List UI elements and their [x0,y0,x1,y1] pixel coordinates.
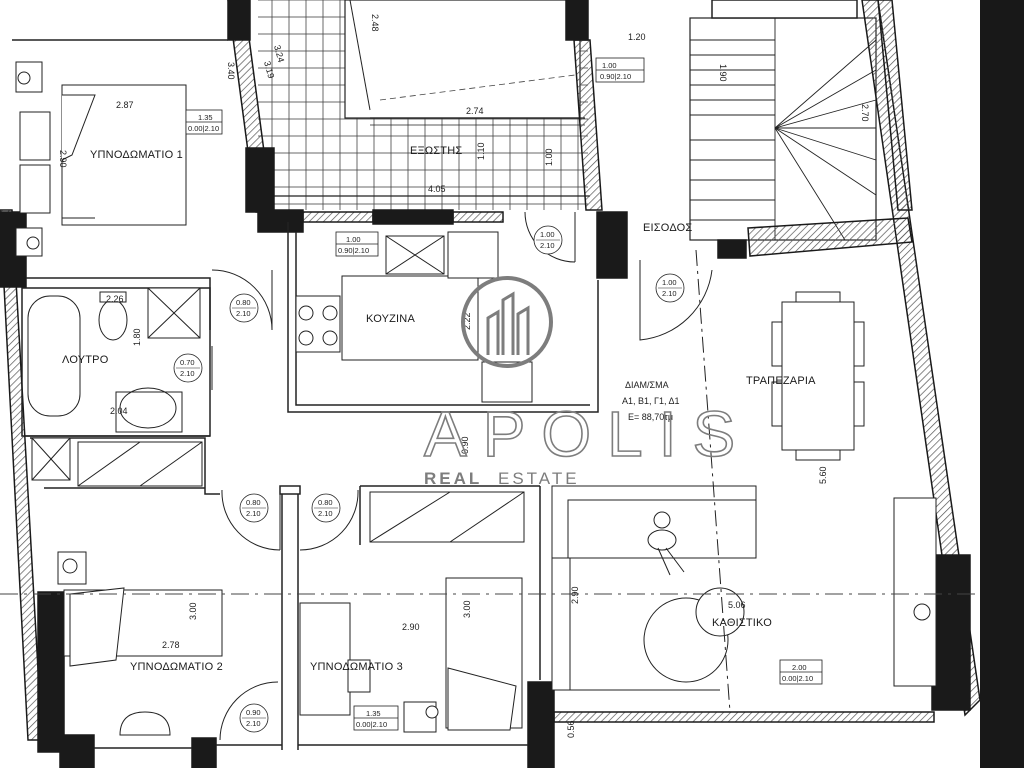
window-tag: 2.00 0.00|2.10 [779,659,823,685]
walls [0,0,980,768]
window-tag-top: 1.00 [346,235,361,244]
dim-label: 5.06 [728,600,746,610]
apartment-info-line1: ΔΙΑΜ/ΣΜΑ [625,380,669,390]
window-tag: 1.00 0.90|2.10 [335,231,379,257]
watermark: APOLIS REAL ESTATE [423,276,751,488]
dim-label: 5.60 [818,466,828,484]
dim-label: 2.70 [860,104,870,122]
window-tag-top: 2.00 [792,663,807,672]
dimension-labels: 3.40 2.48 3.24 3.19 2.87 2.90 2.74 4.05 … [58,14,870,738]
watermark-logo-icon [461,276,553,368]
dim-label: 2.90 [570,586,580,604]
dim-label: 2.48 [370,14,380,32]
apartment-info-line3: Ε= 88,70τμ [628,412,673,422]
dim-label: 2.90 [58,150,68,168]
door-tag-bottom: 2.10 [662,289,677,298]
dim-label: 1.90 [718,64,728,82]
dim-label: 3.19 [262,60,276,80]
dim-label: 1.10 [476,142,486,160]
door-tag-top: 1.00 [662,278,677,287]
dim-label: 2.26 [106,294,124,304]
room-label-bathroom: ΛΟΥΤΡΟ [62,354,109,366]
dim-label: 2.22 [462,312,472,330]
balcony-area [258,0,590,210]
watermark-brand: APOLIS [424,398,751,470]
door-tag-bottom: 2.10 [318,509,333,518]
door-tag-bottom: 2.10 [246,509,261,518]
door-tag-bottom: 2.10 [246,719,261,728]
window-tag-bottom: 0.90|2.10 [600,72,631,81]
door-tag: 0.90 2.10 [239,703,269,733]
dim-label: 3.00 [188,602,198,620]
room-label-balcony: ΕΞΩΣΤΗΣ [410,145,462,157]
door-tag-top: 0.90 [246,708,261,717]
dim-label: 1.00 [544,148,554,166]
door-tag: 0.80 2.10 [311,493,341,523]
dim-label: 1.20 [628,32,646,42]
window-tag-bottom: 0.90|2.10 [338,246,369,255]
floor-plan: ΥΠΝΟΔΩΜΑΤΙΟ 1 ΕΞΩΣΤΗΣ ΕΙΣΟΔΟΣ ΚΟΥΖΙΝΑ ΛΟ… [0,0,980,768]
window-tag: 1.35 0.00|2.10 [353,705,399,731]
dim-label: 2.90 [402,622,420,632]
dim-label: 2.74 [466,106,484,116]
window-tag: 1.00 0.90|2.10 [595,57,645,83]
door-tag-top: 0.80 [236,298,251,307]
dim-label: 2.87 [116,100,134,110]
window-tag-bottom: 0.00|2.10 [356,720,387,729]
furniture [15,61,937,736]
partitions [12,39,599,750]
window-tag-top: 1.00 [602,61,617,70]
dim-label: 3.00 [462,600,472,618]
room-label-entrance: ΕΙΣΟΔΟΣ [643,222,692,234]
room-label-kitchen: ΚΟΥΖΙΝΑ [366,313,415,325]
window-tag-bottom: 0.00|2.10 [782,674,813,683]
door-tag-top: 0.70 [180,358,195,367]
room-label-living: ΚΑΘΙΣΤΙΚΟ [712,617,772,629]
dim-label: 1.80 [132,328,142,346]
watermark-sub-bold: REAL [424,469,482,488]
dim-label: 3.40 [226,62,236,80]
watermark-sub-light: ESTATE [498,469,580,488]
dim-label: 4.05 [428,184,446,194]
dim-label: 0.56 [566,720,576,738]
door-tag-top: 1.00 [540,230,555,239]
room-label-dining: ΤΡΑΠΕΖΑΡΙΑ [746,375,816,387]
door-tag-bottom: 2.10 [180,369,195,378]
door-tag-top: 0.80 [318,498,333,507]
door-tag: 0.80 2.10 [229,293,259,323]
door-tag: 1.00 2.10 [533,225,563,255]
window-tag-top: 1.35 [198,113,213,122]
door-tag: 0.80 2.10 [239,493,269,523]
dim-label: 2.04 [110,406,128,416]
door-tag: 0.70 2.10 [173,353,203,383]
door-tag-top: 0.80 [246,498,261,507]
watermark-building-icon [486,291,530,355]
dim-label: 0.90 [460,436,470,454]
window-tag-top: 1.35 [366,709,381,718]
dim-label: 3.24 [272,44,286,64]
room-label-bedroom3: ΥΠΝΟΔΩΜΑΤΙΟ 3 [310,661,403,673]
door-tag-bottom: 2.10 [540,241,555,250]
window-tag: 1.35 0.00|2.10 [185,109,223,135]
door-swings [211,211,731,741]
door-tag: 1.00 2.10 [655,273,685,303]
room-label-bedroom2: ΥΠΝΟΔΩΜΑΤΙΟ 2 [130,661,223,673]
dim-label: 2.78 [162,640,180,650]
door-tag-bottom: 2.10 [236,309,251,318]
window-tag-bottom: 0.00|2.10 [188,124,219,133]
room-label-bedroom1: ΥΠΝΟΔΩΜΑΤΙΟ 1 [90,149,183,161]
staircase [689,0,877,241]
apartment-info-line2: Α1, Β1, Γ1, Δ1 [622,396,680,406]
dark-side-bar [980,0,1024,768]
